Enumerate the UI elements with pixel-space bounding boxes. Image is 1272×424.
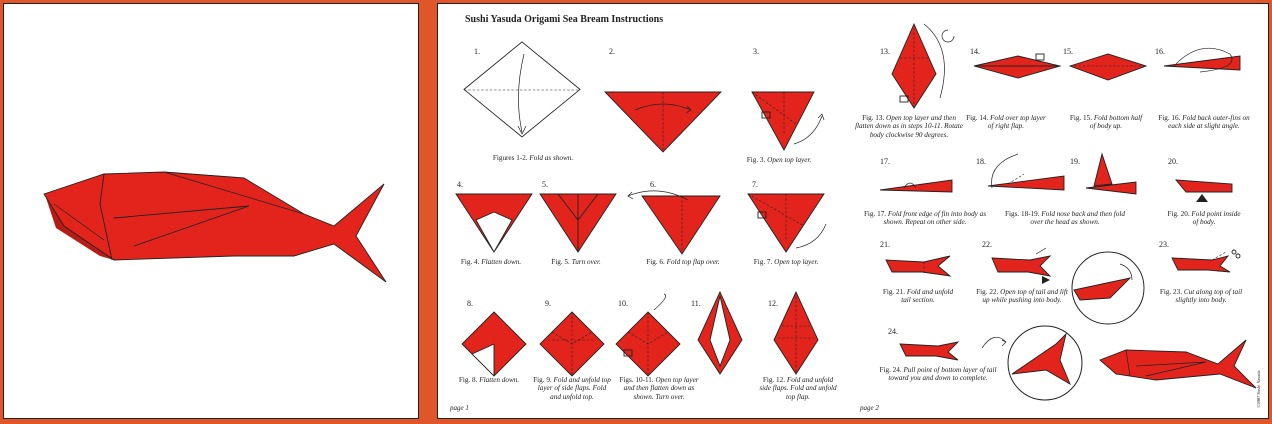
page-2-label: page 2 xyxy=(860,404,879,412)
caption-fig-13: Fig. 13. Open top layer and then flatten… xyxy=(855,114,963,139)
step-number-20: 20. xyxy=(1168,157,1178,166)
step-number-24: 24. xyxy=(888,327,898,336)
step-number-6: 6. xyxy=(650,180,656,189)
finished-fish-illustration xyxy=(43,171,387,283)
step-17-diagram xyxy=(879,179,953,193)
step-1-diagram xyxy=(463,41,581,138)
step-10-diagram xyxy=(615,293,681,377)
step-9-diagram xyxy=(539,311,605,377)
step-number-11: 11. xyxy=(691,299,701,308)
step-15-diagram xyxy=(1068,53,1148,81)
step-24-diagram xyxy=(899,341,960,361)
step-19-diagram xyxy=(1085,152,1137,195)
step-number-15: 15. xyxy=(1063,47,1073,56)
caption-fig-8: Fig. 8. Flatten down. xyxy=(458,376,520,384)
step-number-9: 9. xyxy=(545,299,551,308)
step-2-diagram xyxy=(603,91,723,153)
step-number-4: 4. xyxy=(457,180,463,189)
page-1-label: page 1 xyxy=(450,404,469,412)
step-21-diagram xyxy=(885,255,952,277)
step-number-23: 23. xyxy=(1159,240,1169,249)
step-20-diagram xyxy=(1174,179,1233,202)
step-number-18: 18. xyxy=(976,157,986,166)
instructions-sheet: Sushi Yasuda Origami Sea Bream Instructi… xyxy=(437,3,1269,419)
caption-fig-17: Fig. 17. Fold front edge of fin into bod… xyxy=(863,210,987,227)
finished-fish-small xyxy=(1099,339,1257,389)
step-14-diagram xyxy=(973,53,1062,79)
caption-fig-10-11: Figs. 10-11. Open top layer and then fla… xyxy=(619,376,699,401)
caption-fig-6: Fig. 6. Fold top flap over. xyxy=(646,258,720,266)
sheet-title: Sushi Yasuda Origami Sea Bream Instructi… xyxy=(465,14,664,25)
caption-fig-3: Fig. 3. Open top layer. xyxy=(746,156,812,164)
step-16-diagram xyxy=(1163,47,1241,73)
caption-fig-7: Fig. 7. Open top layer. xyxy=(753,258,819,266)
caption-fig-21: Fig. 21. Fold and unfold tail section. xyxy=(882,288,954,305)
caption-fig-20: Fig. 20. Fold point inside of body. xyxy=(1167,210,1241,227)
step-number-3: 3. xyxy=(753,47,759,56)
step-5-diagram xyxy=(539,193,617,253)
caption-fig-18-19: Figs. 18-19. Fold nose back and then fol… xyxy=(1005,210,1125,227)
step-number-22: 22. xyxy=(982,240,992,249)
step-number-19: 19. xyxy=(1070,157,1080,166)
step-number-2: 2. xyxy=(609,47,615,56)
step-8-diagram xyxy=(461,311,527,377)
step-number-13: 13. xyxy=(880,47,890,56)
step-7-diagram xyxy=(747,193,827,253)
step-number-1: 1. xyxy=(474,47,480,56)
caption-fig-1-2: Figures 1-2. Fold as shown. xyxy=(492,154,574,162)
caption-fig-22: Fig. 22. Open top of tail and lift up wh… xyxy=(976,288,1068,305)
step-3-diagram xyxy=(751,91,825,151)
caption-fig-24: Fig. 24. Pull point of bottom layer of t… xyxy=(879,366,997,383)
step-12-diagram xyxy=(773,290,819,375)
caption-fig-23: Fig. 23. Cut along top of tail slightly … xyxy=(1159,288,1243,305)
caption-fig-5: Fig. 5. Turn over. xyxy=(551,258,601,266)
step-24-detail-circle xyxy=(1007,325,1083,401)
step-23-diagram xyxy=(1171,249,1241,273)
step-number-10: 10. xyxy=(618,299,628,308)
caption-fig-15: Fig. 15. Fold bottom half of body up. xyxy=(1069,114,1143,131)
step-4-diagram xyxy=(455,193,533,253)
step-22-detail-circle xyxy=(1071,251,1145,325)
step-number-17: 17. xyxy=(880,157,890,166)
step-number-7: 7. xyxy=(752,180,758,189)
step-number-14: 14. xyxy=(970,47,980,56)
step-11-diagram xyxy=(697,290,743,375)
step-13-diagram xyxy=(891,22,955,109)
step-18-diagram xyxy=(987,153,1065,191)
finished-fish-panel xyxy=(3,3,419,419)
step-number-12: 12. xyxy=(768,299,778,308)
step-22-diagram xyxy=(991,247,1052,284)
caption-fig-9: Fig. 9. Fold and unfold top layer of sid… xyxy=(533,376,611,401)
caption-fig-4: Fig. 4. Flatten down. xyxy=(460,258,522,266)
caption-fig-16: Fig. 16. Fold back outer-fins on each si… xyxy=(1158,114,1250,131)
step-6-diagram xyxy=(627,190,721,255)
caption-fig-12: Fig. 12. Fold and unfold side flaps. Fol… xyxy=(759,376,837,401)
curved-arrow-icon xyxy=(981,336,1007,349)
copyright-notice: ©2007 Sushi Yasuda xyxy=(1256,370,1261,408)
step-number-21: 21. xyxy=(880,240,890,249)
step-number-5: 5. xyxy=(542,180,548,189)
step-number-8: 8. xyxy=(467,299,473,308)
caption-fig-14: Fig. 14. Fold over top layer of right fl… xyxy=(966,114,1046,131)
step-number-16: 16. xyxy=(1155,47,1165,56)
